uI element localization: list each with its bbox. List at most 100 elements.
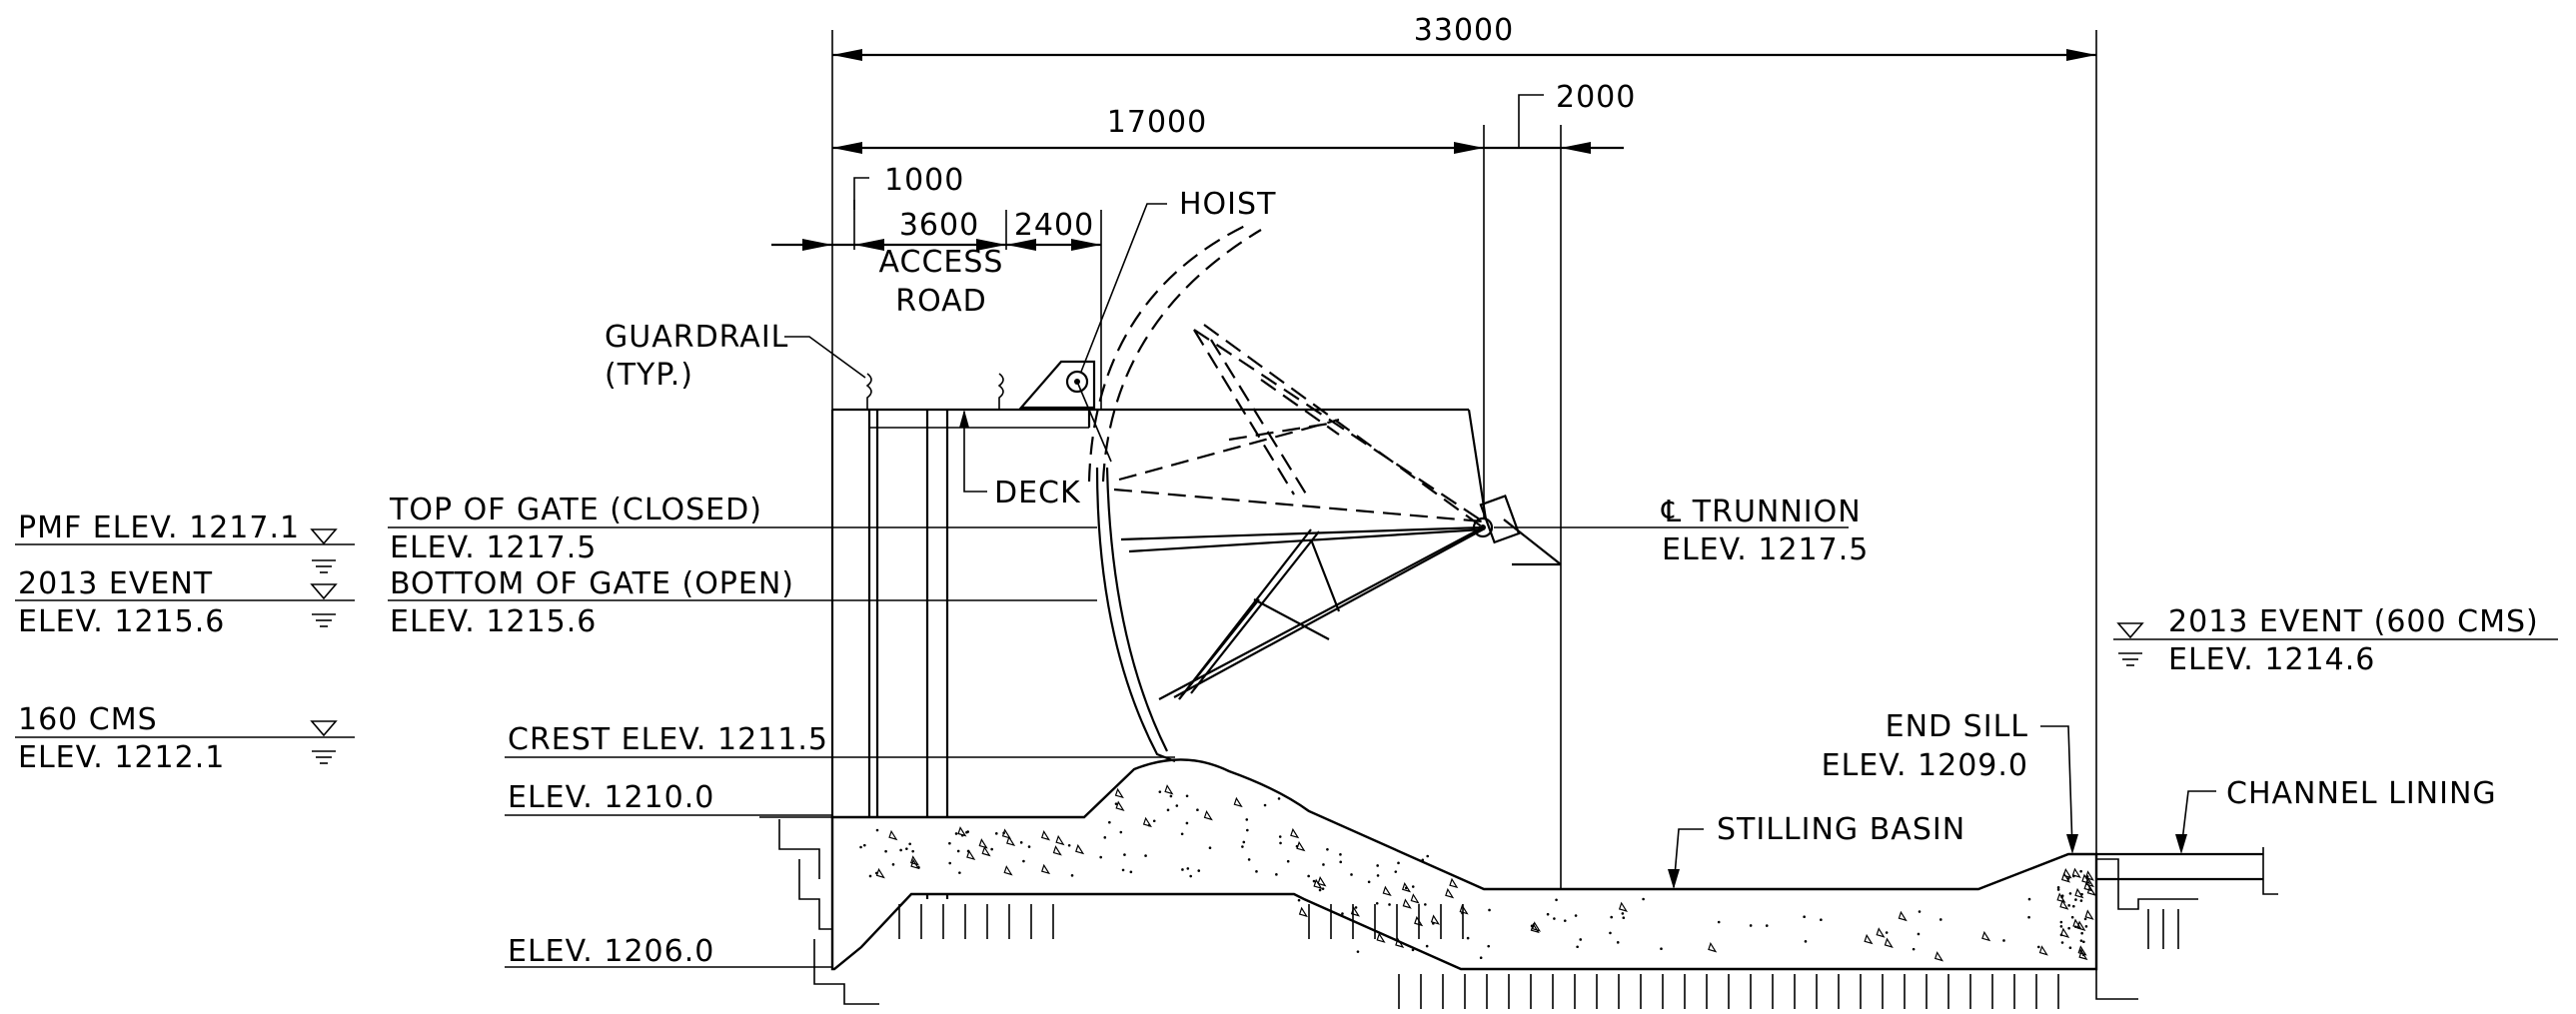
stilling-basin-label: STILLING BASIN [1717, 812, 1965, 847]
aggregate-dot [1765, 924, 1769, 927]
aggregate-dot [1208, 846, 1212, 850]
aggregate-dot [891, 863, 895, 866]
aggregate-dot [1397, 861, 1400, 865]
aggregate-dot [1411, 948, 1415, 952]
aggregate-dot [1185, 821, 1189, 825]
aggregate-mark [1003, 865, 1013, 876]
aggregate-mark [1933, 951, 1944, 962]
aggregate-dot [1479, 956, 1483, 960]
aggregate-mark [910, 858, 920, 870]
aggregate-dot [1129, 870, 1133, 874]
deck-label: DECK [994, 476, 1081, 510]
aggregate-dot [899, 848, 902, 852]
aggregate-dot [1555, 898, 1558, 902]
aggregate-dot [958, 871, 961, 874]
dim-trunnion-offset: 2000 [1556, 80, 1636, 115]
aggregate-dot [1375, 901, 1379, 905]
aggregate-dot [1574, 914, 1578, 917]
aggregate-dot [1621, 912, 1625, 915]
aggregate-mark [966, 849, 976, 861]
aggregate-dot [2060, 941, 2064, 944]
aggregate-dot [884, 849, 887, 853]
aggregate-dot [1322, 863, 1325, 866]
event-2013-label: 2013 EVENT [18, 566, 213, 601]
aggregate-dot [868, 874, 872, 878]
aggregate-dot [1622, 916, 1626, 919]
aggregate-dot [1175, 804, 1179, 807]
dim-access-road: 3600 [899, 208, 979, 243]
aggregate-mark [1298, 906, 1308, 918]
top-of-gate-label: TOP OF GATE (CLOSED) [389, 493, 762, 527]
aggregate-dot [1350, 873, 1353, 876]
aggregate-mark [2084, 876, 2094, 888]
aggregate-dot [2068, 946, 2072, 949]
aggregate-dot [1339, 860, 1343, 864]
aggregate-dot [948, 861, 951, 865]
downstream-event-label: 2013 EVENT (600 CMS) [2168, 604, 2539, 639]
aggregate-dot [2056, 888, 2060, 891]
bottom-of-gate-elev: ELEV. 1215.6 [390, 604, 597, 639]
aggregate-dot [1067, 843, 1071, 847]
aggregate-dot [1885, 931, 1889, 934]
aggregate-mark [1164, 784, 1174, 795]
aggregate-dot [908, 842, 911, 846]
aggregate-dot [2067, 904, 2070, 907]
aggregate-mark [1876, 927, 1886, 938]
guardrail-label-2: (TYP.) [605, 358, 693, 393]
dim-overall: 33000 [1414, 13, 1514, 48]
aggregate-mark [1203, 809, 1213, 821]
aggregate-mark [1376, 932, 1386, 943]
aggregate-dot [1376, 864, 1379, 867]
aggregate-dot [1152, 819, 1156, 823]
aggregate-dot [1099, 855, 1102, 859]
aggregate-dot [2084, 925, 2088, 928]
aggregate-mark [1402, 898, 1412, 909]
crest-label: CREST ELEV. 1211.5 [508, 722, 828, 757]
aggregate-mark [1075, 843, 1085, 855]
leader-lines [388, 203, 2216, 968]
aggregate-dot [1246, 828, 1249, 832]
aggregate-dot [1185, 794, 1189, 798]
channel-lining-label: CHANNEL LINING [2226, 776, 2497, 811]
aggregate-dot [1108, 820, 1111, 824]
aggregate-dot [1022, 859, 1025, 863]
aggregate-dot [2027, 915, 2030, 919]
aggregate-dot [2056, 886, 2060, 889]
aggregate-dot [1820, 918, 1823, 922]
aggregate-dot [1158, 790, 1162, 793]
aggregate-mark [2083, 881, 2093, 892]
end-sill-label: END SILL [1886, 709, 2028, 744]
aggregate-dot [1488, 908, 1491, 912]
aggregate-dot [2085, 875, 2089, 878]
aggregate-mark [1410, 893, 1420, 904]
aggregate-dot [1275, 873, 1278, 876]
aggregate-dot [1553, 917, 1556, 920]
guardrail-label: GUARDRAIL [605, 320, 788, 355]
aggregate-mark [1052, 845, 1062, 856]
radial-gate [1076, 224, 1521, 763]
aggregate-dot [1339, 853, 1342, 856]
aggregate-dot [1749, 924, 1753, 927]
aggregate-dot [1318, 888, 1322, 892]
aggregate-dot [911, 849, 914, 853]
aggregate-dot [2059, 925, 2063, 928]
aggregate-dot [2079, 899, 2083, 902]
dimension-text: 33000 17000 2000 1000 3600 2400 [884, 13, 1636, 243]
aggregate-dot [1411, 885, 1415, 888]
aggregate-mark [1445, 887, 1455, 899]
aggregate-dot [1279, 841, 1282, 845]
aggregate-dot [954, 832, 958, 835]
water-level-text: PMF ELEV. 1217.1 2013 EVENT ELEV. 1215.6… [18, 510, 2539, 775]
pmf-label: PMF ELEV. 1217.1 [18, 510, 300, 545]
guardrail-icon [865, 373, 1004, 410]
aggregate-mark [2060, 927, 2070, 938]
aggregate-dot [1717, 920, 1721, 924]
aggregate-dot [1642, 897, 1645, 901]
aggregate-mark [1040, 863, 1051, 875]
aggregate-dot [1242, 840, 1246, 844]
aggregate-dot [956, 849, 960, 853]
aggregate-dot [1123, 853, 1126, 856]
aggregate-mark [978, 838, 988, 849]
event-2013-elev: ELEV. 1215.6 [18, 604, 225, 639]
aggregate-mark [2062, 867, 2072, 879]
